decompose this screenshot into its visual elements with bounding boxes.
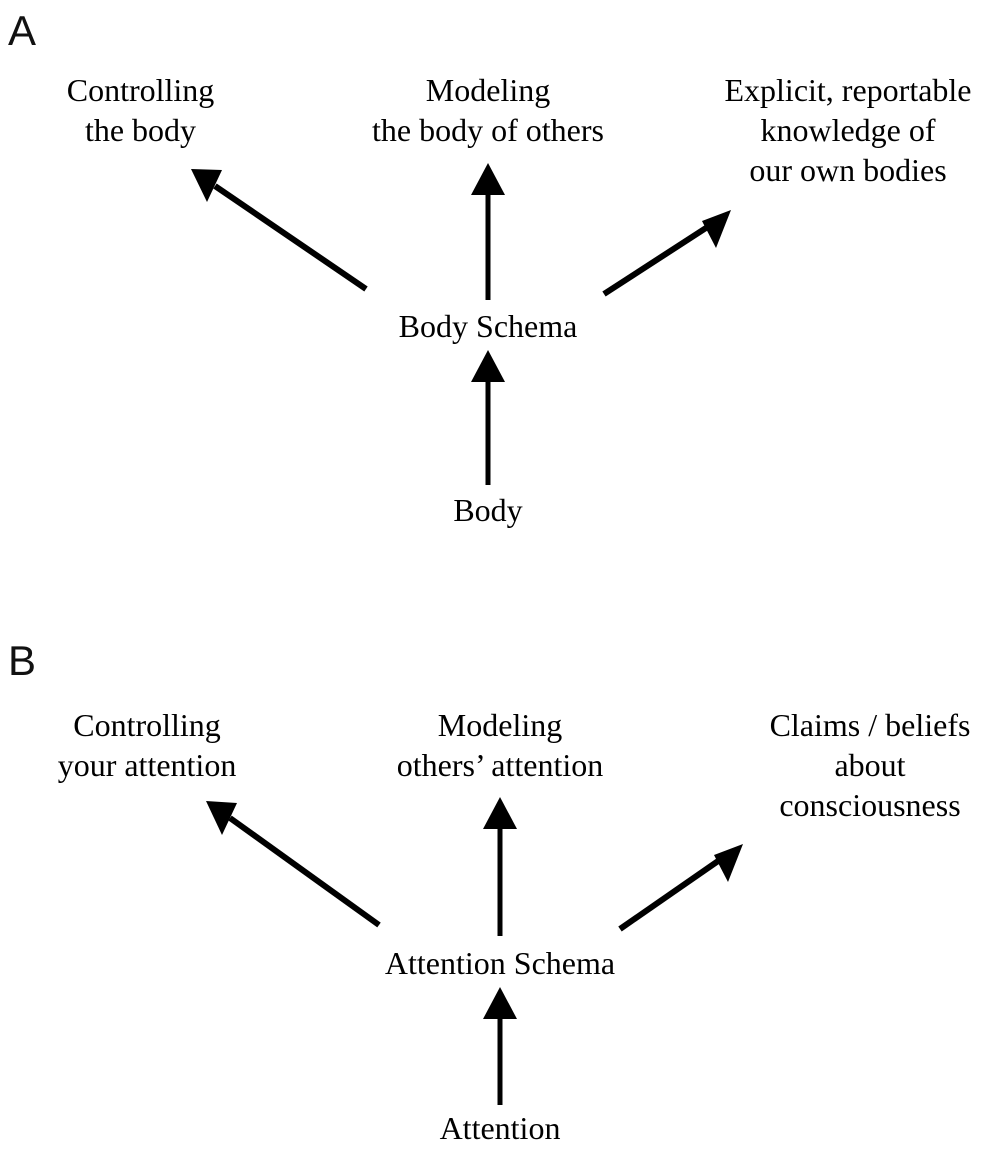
arrow-b-schema-to-modeling xyxy=(483,797,517,936)
arrow-a-body-to-schema xyxy=(471,350,505,485)
panel-label-a: A xyxy=(8,7,37,54)
arrow-a-schema-to-modeling xyxy=(471,163,505,300)
node-a-controlling-the-body: Controlling the body xyxy=(66,72,215,148)
node-b-claims-beliefs-consciousness: Claims / beliefs about consciousness xyxy=(769,707,971,823)
panel-label-b: B xyxy=(8,637,37,684)
arrow-b-schema-to-claims xyxy=(618,844,743,932)
node-a-modeling-body-of-others: Modeling the body of others xyxy=(372,72,604,148)
node-a-explicit-reportable-knowledge: Explicit, reportable knowledge of our ow… xyxy=(724,72,972,188)
node-b-attention-schema: Attention Schema xyxy=(384,945,616,981)
node-b-controlling-your-attention: Controlling your attention xyxy=(57,707,237,783)
node-a-body: Body xyxy=(453,492,523,528)
node-b-modeling-others-attention: Modeling others’ attention xyxy=(396,707,604,783)
node-b-attention: Attention xyxy=(439,1110,561,1146)
arrow-a-schema-to-explicit xyxy=(602,210,731,297)
node-a-body-schema: Body Schema xyxy=(398,308,578,344)
arrow-a-schema-to-controlling xyxy=(191,169,368,292)
arrow-b-schema-to-controlling xyxy=(206,801,381,928)
arrow-b-attention-to-schema xyxy=(483,987,517,1105)
